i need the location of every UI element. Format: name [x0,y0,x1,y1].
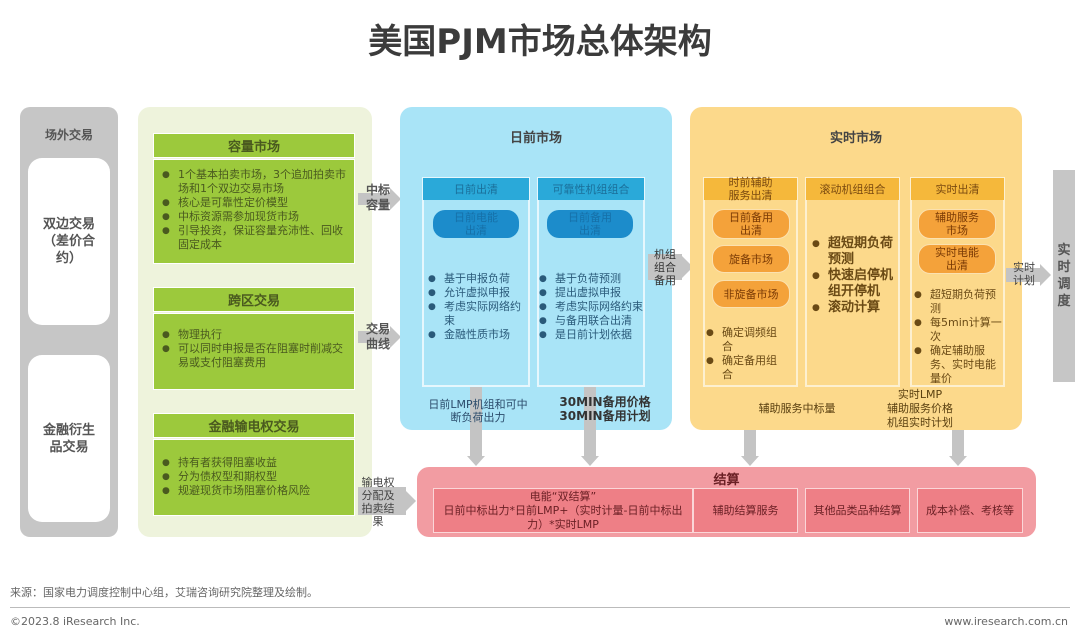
ancillary-price-label: 辅助服务价格 [887,402,953,415]
unit-rt-plan-label: 机组实时计划 [887,416,953,429]
pill: 非旋备市场 [712,280,790,308]
day-ahead-title: 日前市场 [509,130,562,146]
list-item: 规避现货市场阻塞价格风险 [162,484,346,498]
pill: 旋备市场 [712,245,790,273]
curve-arrow-label: 交易曲线 [366,322,391,351]
arrow-down-icon [467,456,485,466]
cost-compensation-box: 成本补偿、考核等 [917,488,1023,533]
column-header: 实时出清 [911,178,1004,200]
otc-title: 场外交易 [44,127,93,142]
ancillary-award-label: 辅助服务中标量 [758,402,836,415]
arrow-shaft [358,193,390,205]
list-item: 考虑实际网络约束 [428,300,528,328]
list-item: 基于负荷预测 [539,272,647,286]
day-ahead-panel [400,107,672,430]
footer-divider [10,607,1070,608]
list-item: 物理执行 [162,328,346,342]
arrow-down-icon [949,456,967,466]
reserve-plan-label: 30MIN备用计划 [559,409,651,423]
energy-settlement-formula: 日前中标出力*日前LMP+（实时计量-日前中标出力）*实时LMP [443,503,683,531]
pill: 日前备用出清 [547,210,633,238]
ftr-arrow-label: 输电权分配及拍卖结果 [361,476,395,528]
page-title: 美国PJM市场总体架构 [368,22,712,62]
arrow-shaft [470,387,482,457]
source-note: 来源：国家电力调度控制中心组，艾瑞咨询研究院整理及绘制。 [10,586,318,599]
list-item: 超短期负荷预测 [914,288,1002,316]
ftr-body: 持有者获得阻塞收益分为债权型和期权型规避现货市场阻塞价格风险 [153,439,355,516]
arrow-shaft [358,487,406,515]
capacity-market-body: 1个基本拍卖市场，3个追加拍卖市场和1个双边交易市场核心是可靠性定价模型中标资源… [153,159,355,264]
arrow-right-icon [682,256,693,278]
energy-settlement-box: 电能“双结算” 日前中标出力*日前LMP+（实时计量-日前中标出力）*实时LMP [433,488,693,533]
bilateral-box: 双边交易（差价合约） [28,158,110,325]
real-time-dispatch: 实时调度 [1053,170,1075,382]
list-item: 滚动计算 [812,300,900,316]
list-item: 快速启停机组开停机 [812,268,900,300]
arrow-shaft [1006,268,1040,282]
reserve-price-label: 30MIN备用价格 [559,395,651,409]
list-item: 金融性质市场 [428,328,528,342]
capacity-arrow-label: 中标容量 [366,183,391,212]
arrow-shaft [358,331,390,343]
pill: 辅助服务市场 [918,209,996,239]
rt-plan-arrow-label: 实时计划 [1013,261,1035,287]
copyright: ©2023.8 iResearch Inc. [10,615,140,628]
list: 确定调频组合确定备用组合 [706,326,786,382]
list-item: 可以同时申报是否在阻塞时削减交易或支付阻塞费用 [162,342,346,370]
list-item: 确定备用组合 [706,354,786,382]
arrow-shaft [648,254,682,280]
arrow-shaft [584,387,596,457]
arrow-right-icon [390,188,401,210]
list-item: 是日前计划依据 [539,328,647,342]
list-item: 允许虚拟申报 [428,286,528,300]
unit-arrow-label: 机组组合备用 [654,248,676,287]
list-item: 确定辅助服务、实时电能量价 [914,344,1002,386]
list: 基于负荷预测提出虚拟申报考虑实际网络约束与备用联合出清是日前计划依据 [539,272,647,342]
list-item: 持有者获得阻塞收益 [162,456,346,470]
pill: 实时电能出清 [918,244,996,274]
real-time-title: 实时市场 [829,130,882,146]
ftr-header: 金融输电权交易 [153,413,355,438]
day-ahead-output-label: 日前LMP机组和可中断负荷出力 [428,398,528,424]
list-item: 考虑实际网络约束 [539,300,647,314]
pill: 日前电能出清 [433,210,519,238]
list-item: 确定调频组合 [706,326,786,354]
ancillary-settlement-box: 辅助结算服务 [693,488,798,533]
arrow-down-icon [581,456,599,466]
list-item: 基于申报负荷 [428,272,528,286]
interregional-body: 物理执行可以同时申报是否在阻塞时削减交易或支付阻塞费用 [153,313,355,390]
rt-lmp-label: 实时LMP [897,388,943,401]
arrow-down-icon [741,456,759,466]
list-item: 每5min计算一次 [914,316,1002,344]
list-item: 1个基本拍卖市场，3个追加拍卖市场和1个双边交易市场 [162,168,346,196]
column-header: 可靠性机组组合 [538,178,644,200]
list-item: 中标资源需参加现货市场 [162,210,346,224]
column-header: 滚动机组组合 [806,178,899,200]
column-header: 日前出清 [423,178,529,200]
arrow-right-icon [390,326,401,348]
other-settlement-box: 其他品类品种结算 [805,488,910,533]
settlement-title: 结算 [713,472,740,488]
energy-settlement-title: 电能“双结算” [529,489,597,503]
list-item: 提出虚拟申报 [539,286,647,300]
interregional-header: 跨区交易 [153,287,355,312]
column-header: 时前辅助服务出清 [704,176,797,202]
arrow-right-icon [405,490,416,512]
list-item: 核心是可靠性定价模型 [162,196,346,210]
capacity-market-header: 容量市场 [153,133,355,158]
list: 超短期负荷预测快速启停机组开停机滚动计算 [812,236,900,316]
list-item: 引导投资，保证容量充沛性、回收固定成本 [162,224,346,252]
arrow-right-icon [1040,264,1051,286]
list-item: 超短期负荷预测 [812,236,900,268]
list-item: 与备用联合出清 [539,314,647,328]
list: 超短期负荷预测每5min计算一次确定辅助服务、实时电能量价 [914,288,1002,386]
pill: 日前备用出清 [712,209,790,239]
list: 基于申报负荷允许虚拟申报考虑实际网络约束金融性质市场 [428,272,528,342]
website-link[interactable]: www.iresearch.com.cn [944,615,1068,628]
list-item: 分为债权型和期权型 [162,470,346,484]
derivatives-box: 金融衍生品交易 [28,355,110,522]
